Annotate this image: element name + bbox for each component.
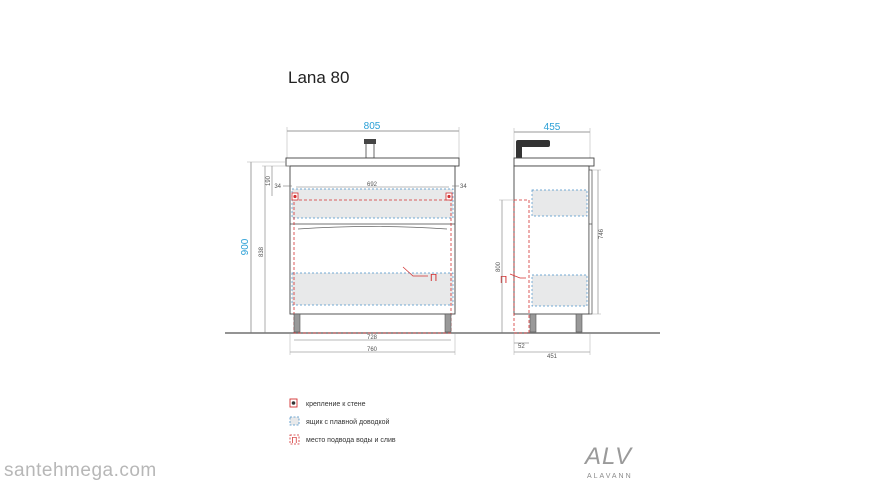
front-drawer-bottom (291, 272, 454, 306)
side-drawer-bottom (531, 274, 588, 307)
front-drawer-top (291, 188, 454, 219)
legend-item-drawer: ящик с плавной доводкой (306, 418, 389, 426)
product-title: Lana 80 (288, 68, 350, 87)
side-view: 455 П 800 (496, 122, 605, 360)
dim-body-height: 838 (259, 246, 265, 257)
dim-height: 900 (240, 238, 251, 255)
side-supply-zone (513, 199, 530, 334)
dim-left-offset: 34 (274, 184, 281, 190)
side-basin (513, 157, 595, 167)
dim-side-offset: 52 (518, 344, 525, 350)
logo-letters: ALV (583, 443, 633, 470)
side-drawer-top (531, 189, 588, 217)
legend: крепление к стене ящик с плавной доводко… (289, 398, 396, 445)
dim-front-width: 805 (364, 121, 381, 132)
side-pipe-symbol: П (500, 275, 507, 286)
legend-drawer-swatch (289, 416, 300, 426)
dim-base-outer: 760 (367, 347, 378, 353)
legend-pipe-symbol: П (292, 436, 298, 445)
legend-item-mount: крепление к стене (306, 401, 366, 408)
legend-supply-swatch (289, 434, 300, 445)
dim-side-base: 451 (547, 354, 558, 360)
dim-inner-width: 692 (367, 182, 378, 188)
front-basin (285, 157, 460, 167)
dim-side-depth: 455 (544, 122, 561, 133)
dim-side-height: 746 (599, 228, 605, 239)
dim-right-offset: 34 (460, 184, 467, 190)
front-view: 805 692 34 34 (240, 121, 467, 355)
site-watermark: santehmega.com (4, 460, 157, 481)
dim-base-inner: 728 (367, 335, 378, 341)
front-pipe-symbol: П (430, 273, 437, 284)
legend-item-supply: место подвода воды и слив (306, 437, 396, 444)
dim-pipe-height: 800 (496, 261, 502, 272)
dim-top-gap: 190 (266, 175, 272, 186)
alavann-logo: ALV ALAVANN (583, 443, 633, 480)
logo-name: ALAVANN (587, 473, 633, 480)
